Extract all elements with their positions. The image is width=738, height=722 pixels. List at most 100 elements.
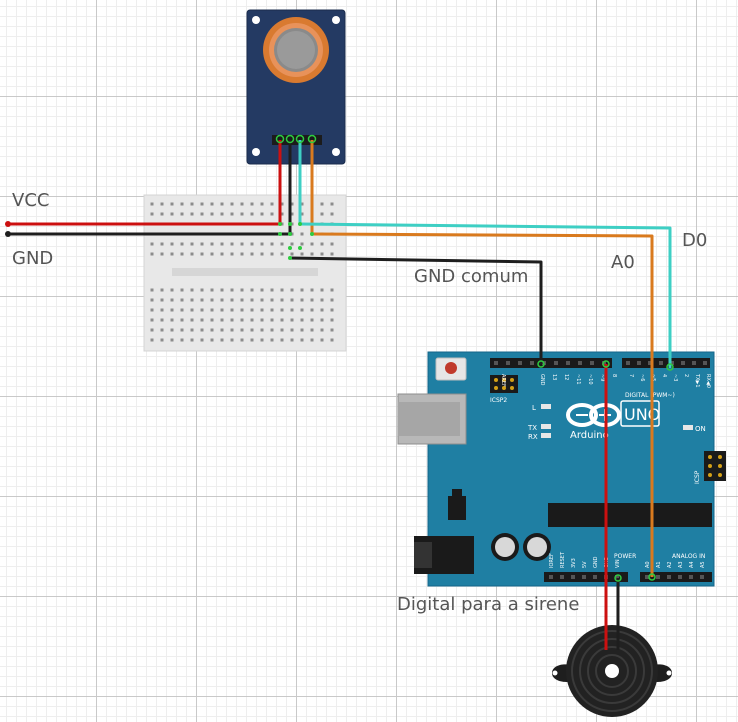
breadboard-hole	[150, 338, 154, 342]
breadboard-hole	[160, 242, 164, 246]
breadboard-hole	[180, 212, 184, 216]
breadboard-hole	[240, 318, 244, 322]
breadboard-hole	[320, 318, 324, 322]
breadboard-hole	[150, 328, 154, 332]
top-pin-label: ~3	[672, 374, 678, 381]
led-tx	[541, 424, 551, 429]
breadboard-hole	[310, 338, 314, 342]
breadboard-hole	[290, 212, 294, 216]
logo-text: Arduino	[570, 430, 609, 441]
breadboard-hole	[210, 308, 214, 312]
breadboard-hole	[230, 212, 234, 216]
breadboard-hole	[180, 308, 184, 312]
header-pin	[582, 575, 586, 579]
breadboard-hole	[260, 328, 264, 332]
breadboard-hole	[240, 308, 244, 312]
breadboard-hole	[160, 212, 164, 216]
breadboard-hole	[300, 202, 304, 206]
breadboard-hole	[280, 298, 284, 302]
breadboard-hole	[320, 212, 324, 216]
breadboard-hole	[270, 308, 274, 312]
breadboard-hole	[290, 328, 294, 332]
breadboard-hole	[220, 308, 224, 312]
breadboard-hole	[150, 242, 154, 246]
breadboard-hole	[200, 252, 204, 256]
breadboard-hole	[180, 252, 184, 256]
capacitor-1	[491, 533, 519, 561]
breadboard-hole	[250, 252, 254, 256]
breadboard-hole	[220, 298, 224, 302]
breadboard-hole	[190, 288, 194, 292]
a0-label: A0	[611, 252, 635, 273]
breadboard-hole	[220, 338, 224, 342]
top-pin-label: ~10	[587, 374, 593, 385]
breadboard-hole	[280, 202, 284, 206]
top-pin-label: ~9	[599, 374, 605, 381]
header-pin	[549, 575, 553, 579]
led-l	[541, 404, 551, 409]
breadboard-hole	[190, 202, 194, 206]
breadboard-hole	[200, 288, 204, 292]
breadboard-hole	[330, 242, 334, 246]
led-tx-label: TX	[527, 424, 537, 432]
breadboard-hole	[190, 212, 194, 216]
top-pin-label: 2	[683, 374, 689, 377]
breadboard-hole	[160, 338, 164, 342]
breadboard-hole	[200, 298, 204, 302]
breadboard-hole	[310, 308, 314, 312]
bottom-pin-label: IOREF	[549, 553, 555, 568]
breadboard-hole	[200, 318, 204, 322]
analog-header-label: ANALOG IN	[672, 553, 705, 560]
wire-gnd-common	[289, 256, 543, 364]
breadboard-hole	[150, 288, 154, 292]
breadboard-hole	[170, 202, 174, 206]
top-pin-label: ~11	[575, 374, 581, 385]
breadboard-hole	[330, 308, 334, 312]
breadboard-hole	[310, 298, 314, 302]
header-pin	[656, 575, 660, 579]
led-on	[683, 425, 693, 430]
breadboard-hole	[170, 288, 174, 292]
power-header-label: POWER	[614, 553, 636, 560]
breadboard-hole	[180, 242, 184, 246]
breadboard-hole	[280, 318, 284, 322]
breadboard-hole	[300, 298, 304, 302]
breadboard-hole	[210, 202, 214, 206]
breadboard-hole	[330, 202, 334, 206]
header-pin	[602, 361, 606, 365]
header-pin	[659, 361, 663, 365]
icsp-label: ICSP	[694, 470, 701, 484]
breadboard-hole	[290, 318, 294, 322]
icsp2-header	[490, 375, 518, 393]
breadboard-hole	[170, 308, 174, 312]
top-pin-label: 12	[563, 374, 569, 380]
header-pin	[506, 361, 510, 365]
header-pin	[692, 361, 696, 365]
breadboard-hole	[260, 242, 264, 246]
breadboard-hole	[160, 328, 164, 332]
breadboard-hole	[190, 338, 194, 342]
breadboard-hole	[230, 252, 234, 256]
digital-header-label: DIGITAL (PWM~)	[625, 392, 675, 399]
breadboard-hole	[220, 252, 224, 256]
breadboard-hole	[330, 252, 334, 256]
breadboard-hole	[250, 288, 254, 292]
breadboard-hole	[280, 338, 284, 342]
bottom-pin-label: A5	[700, 561, 706, 568]
breadboard-hole	[160, 308, 164, 312]
breadboard-hole	[210, 288, 214, 292]
arduino-uno-board: ICSP2 L TX RX ON Arduino UNO	[397, 351, 726, 587]
top-pin-label: ~6	[639, 374, 645, 381]
breadboard-hole	[310, 288, 314, 292]
vcc-label: VCC	[12, 190, 50, 211]
breadboard-hole	[320, 252, 324, 256]
bottom-pin-label: A0	[645, 561, 651, 568]
breadboard-hole	[270, 252, 274, 256]
header-pin	[560, 575, 564, 579]
header-pin	[648, 361, 652, 365]
breadboard-hole	[320, 202, 324, 206]
top-pin-label: 4	[661, 374, 667, 377]
breadboard-hole	[330, 212, 334, 216]
breadboard-hole	[150, 308, 154, 312]
